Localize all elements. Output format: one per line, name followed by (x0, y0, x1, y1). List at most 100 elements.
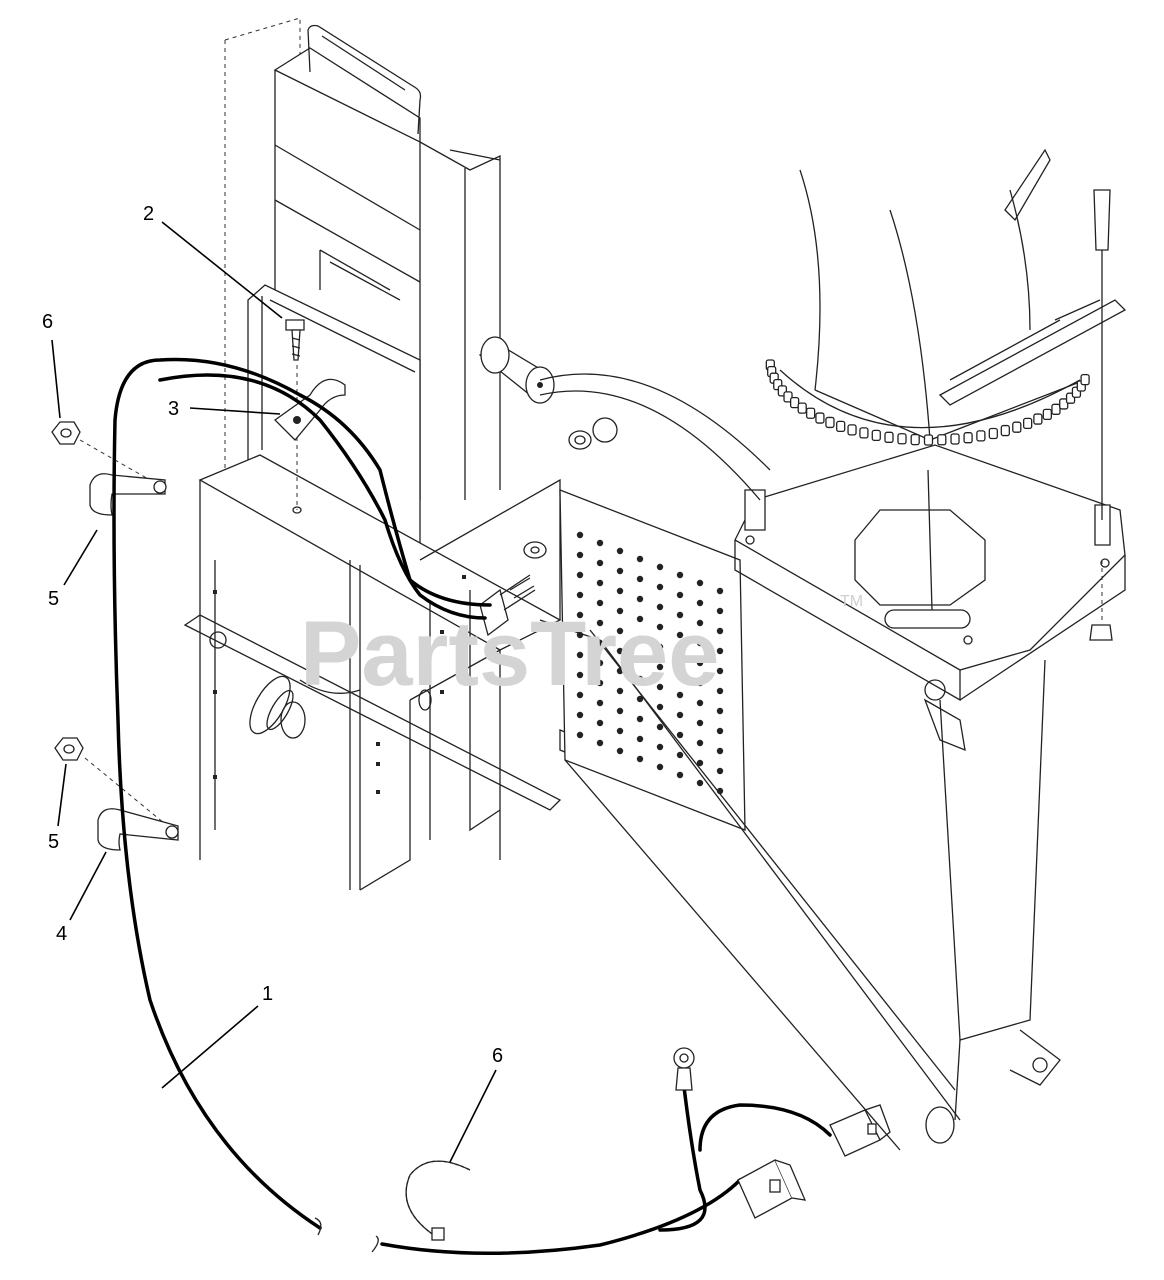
perforation-hole (696, 599, 704, 607)
perforation-hole (636, 715, 644, 723)
gear-tooth (1080, 374, 1090, 386)
perforation-hole (696, 679, 704, 687)
perforation-hole (596, 619, 604, 627)
clip-lower (97, 808, 179, 851)
perforation-hole (676, 671, 684, 679)
perforation-hole (656, 663, 664, 671)
perforation-hole (676, 591, 684, 599)
perforation-hole (676, 691, 684, 699)
perforation-hole (636, 615, 644, 623)
perforation-hole (616, 567, 624, 575)
ring-gear-teeth (765, 359, 1090, 446)
callout-2-label: 2 (143, 203, 154, 225)
callout-2[interactable]: 2 (143, 203, 283, 319)
housing-tower (224, 17, 501, 500)
perforation-hole (636, 595, 644, 603)
perforation-hole (656, 683, 664, 691)
perforation-hole (676, 711, 684, 719)
gear-tooth (1000, 424, 1010, 437)
perforation-hole (636, 735, 644, 743)
callout-6-upper[interactable]: 6 (42, 311, 61, 419)
gear-tooth (789, 397, 800, 409)
perforation-hole (616, 687, 624, 695)
perforation-hole (696, 659, 704, 667)
perforation-hole (576, 711, 584, 719)
perforation-hole (656, 743, 664, 751)
callout-6-lower[interactable]: 6 (449, 1045, 503, 1163)
perforation-hole (636, 695, 644, 703)
perforation-hole (676, 631, 684, 639)
perforation-hole (576, 571, 584, 579)
gear-tooth (859, 427, 869, 439)
perforated-panel (539, 489, 961, 1151)
perforation-hole (696, 699, 704, 707)
gear-tooth (937, 434, 947, 446)
perforation-hole (676, 571, 684, 579)
watermark: PartsTree TM (300, 593, 863, 705)
perforation-hole (576, 731, 584, 739)
perforation-hole (616, 747, 624, 755)
nut-upper (51, 421, 151, 481)
gear-tooth (963, 432, 973, 444)
gear-tooth (815, 412, 825, 424)
perforation-hole (716, 687, 724, 695)
gear-tooth (871, 429, 881, 442)
cap-nut (592, 417, 618, 443)
perforation-hole (636, 655, 644, 663)
perforation-hole (656, 763, 664, 771)
perforation-hole (716, 587, 724, 595)
perforation-hole (616, 647, 624, 655)
perforation-hole (616, 627, 624, 635)
callout-4[interactable]: 4 (56, 851, 107, 945)
clip-upper (89, 473, 167, 516)
callout-3[interactable]: 3 (168, 398, 281, 420)
callout-5-upper[interactable]: 5 (48, 529, 98, 610)
callout-1[interactable]: 1 (161, 983, 273, 1089)
perforation-hole (616, 727, 624, 735)
callout-1-label: 1 (262, 983, 273, 1005)
perforation-hole (716, 787, 724, 795)
nut-lower (54, 737, 171, 829)
perforation-hole (576, 531, 584, 539)
perforation-hole (716, 767, 724, 775)
perforation-hole (656, 563, 664, 571)
terminal-connector (479, 574, 536, 637)
perforation-hole (596, 719, 604, 727)
perforation-hole (576, 551, 584, 559)
perforation-hole (676, 651, 684, 659)
perforation-hole (696, 639, 704, 647)
gear-tooth (1012, 421, 1022, 433)
gear-tooth (1051, 403, 1061, 415)
perforation-hole (676, 611, 684, 619)
gear-tooth (1023, 417, 1033, 430)
callout-5b-label: 5 (48, 831, 59, 853)
cylinder-actuator (478, 336, 771, 501)
chute-assembly (734, 148, 1127, 1144)
gear-tooth (923, 434, 934, 446)
gear-tooth (825, 416, 835, 429)
gear-tooth (805, 407, 816, 419)
perforation-hole (636, 755, 644, 763)
perforation-hole (716, 707, 724, 715)
perforation-hole (596, 699, 604, 707)
perforation-hole (656, 723, 664, 731)
perforation-hole (576, 631, 584, 639)
perforation-hole (596, 539, 604, 547)
perforation-hole (716, 667, 724, 675)
perforation-hole (616, 547, 624, 555)
gear-tooth (1042, 408, 1052, 421)
gear-tooth (976, 430, 986, 442)
perforation-hole (716, 647, 724, 655)
perforation-hole (696, 719, 704, 727)
perforation-hole (596, 679, 604, 687)
perforation-hole (696, 579, 704, 587)
watermark-text: PartsTree (300, 603, 719, 705)
cable-tie-part (405, 1160, 471, 1241)
perforation-hole (696, 739, 704, 747)
callout-6b-label: 6 (492, 1045, 503, 1067)
perforation-hole (656, 643, 664, 651)
callout-5-lower[interactable]: 5 (48, 763, 67, 853)
perforation-hole (696, 619, 704, 627)
perforation-holes (576, 531, 724, 795)
perforation-hole (716, 727, 724, 735)
